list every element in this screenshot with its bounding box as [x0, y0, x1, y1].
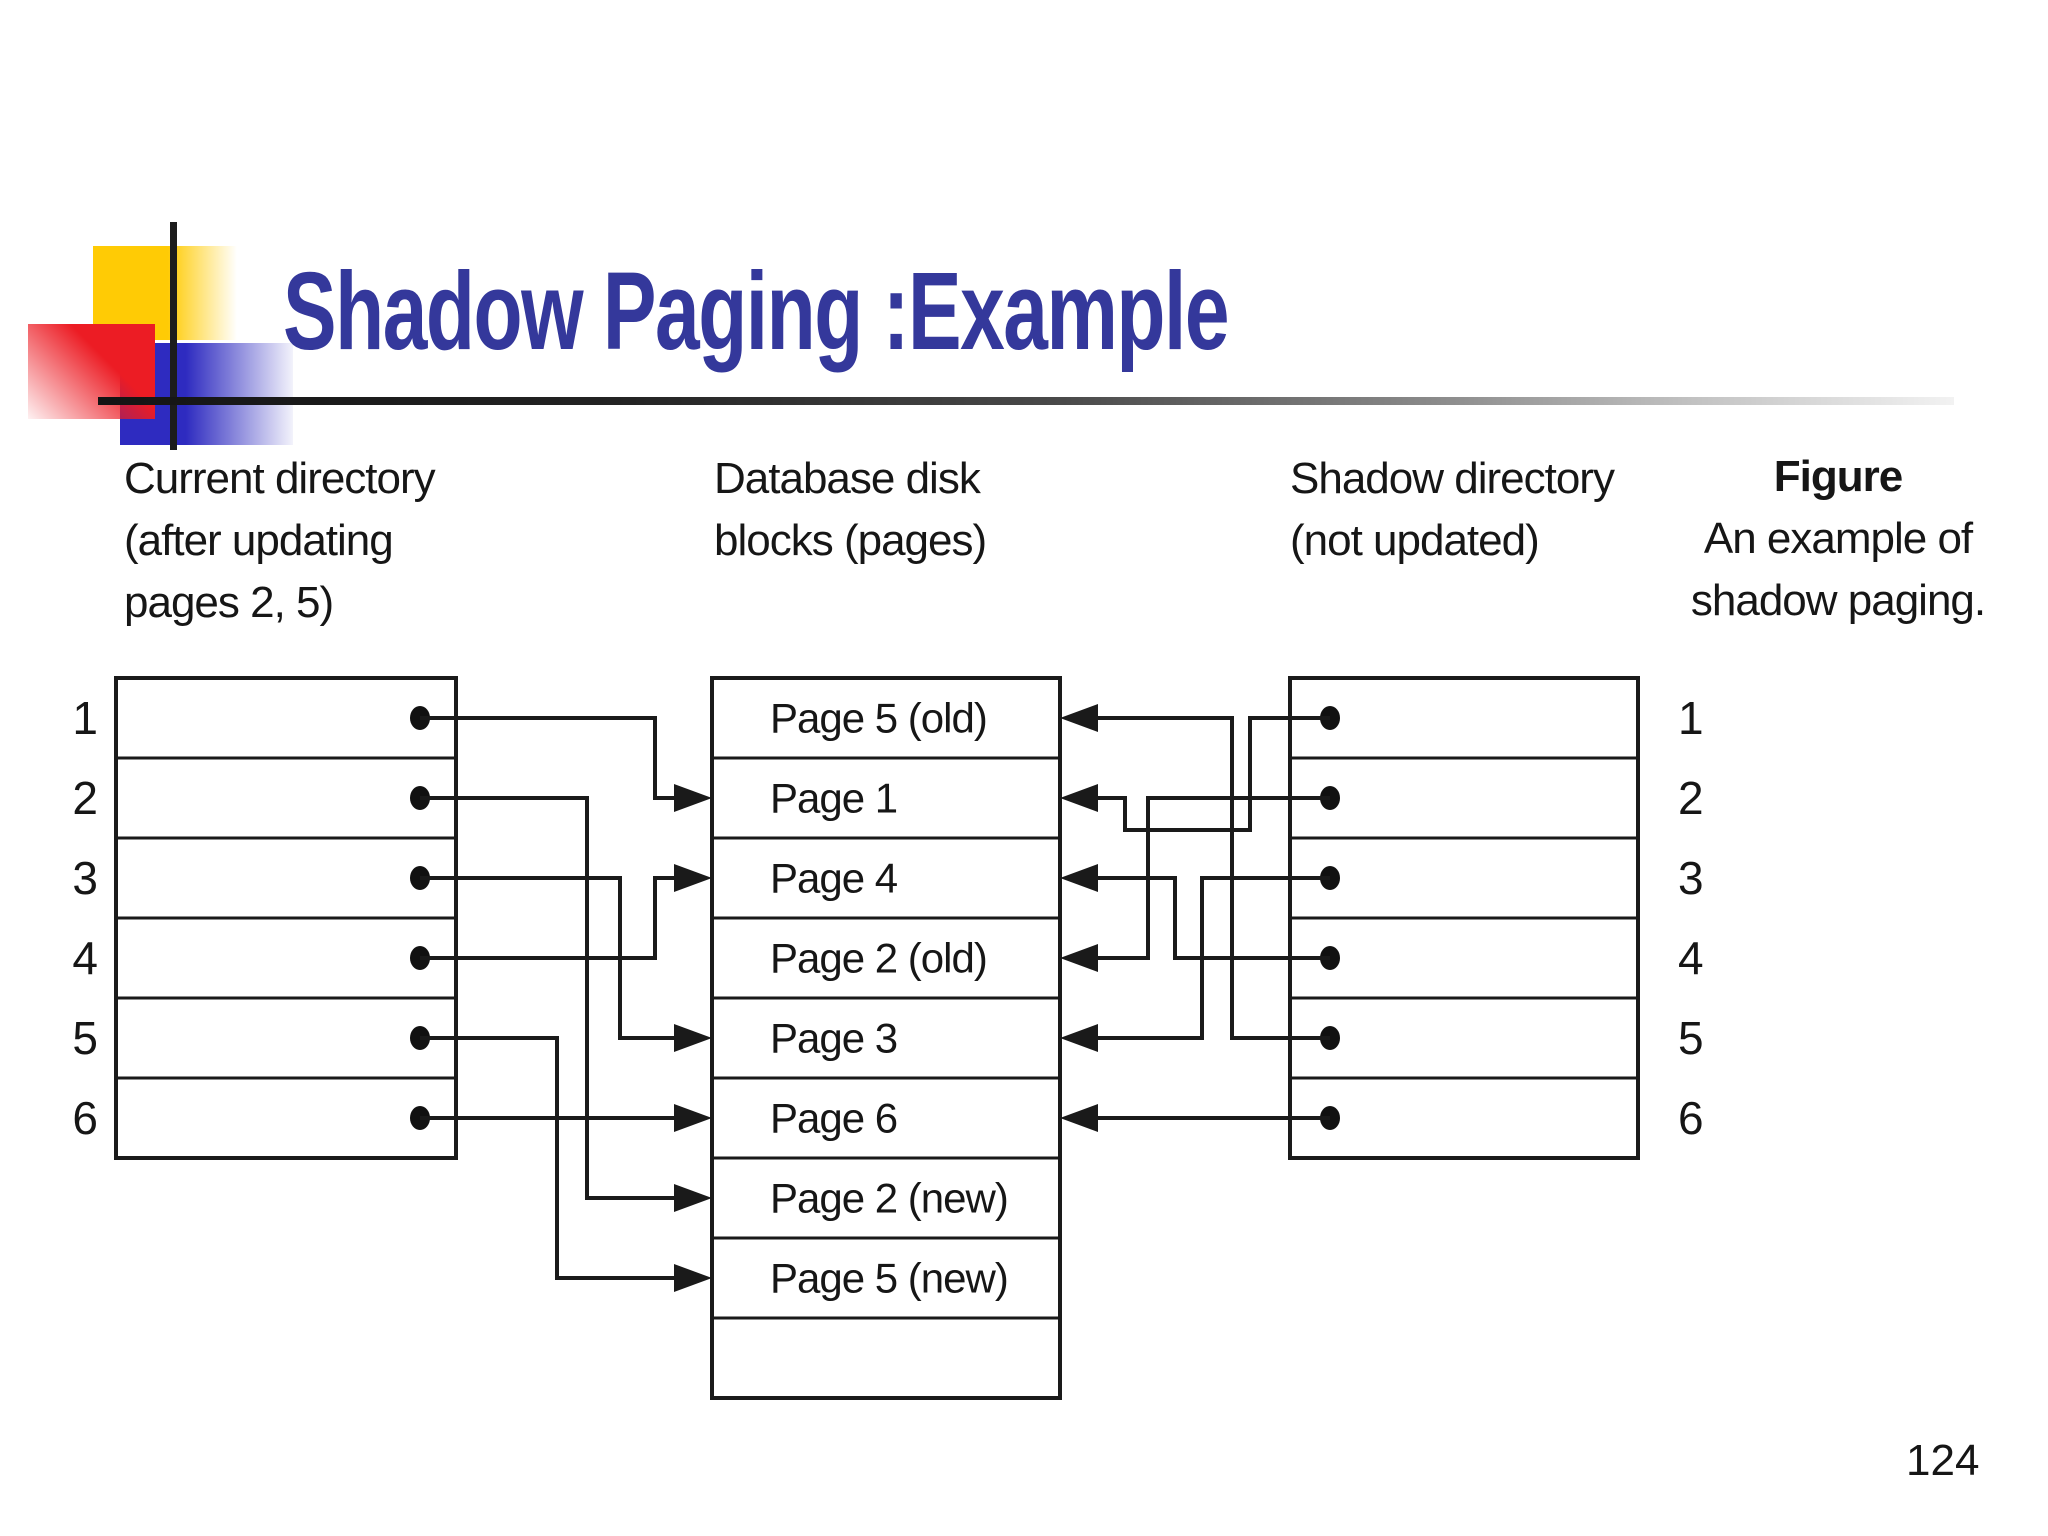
disk-block-label: Page 2 (old): [770, 935, 987, 982]
disk-block-label: Page 5 (new): [770, 1255, 1008, 1302]
row-number: 4: [1678, 932, 1704, 984]
arrowhead-icon: [674, 864, 712, 892]
header-current-directory: Current directory (after updating pages …: [124, 448, 436, 634]
row-number: 6: [1678, 1092, 1704, 1144]
row-number: 3: [1678, 852, 1704, 904]
disk-block-label: Page 5 (old): [770, 695, 987, 742]
figure-caption-line: shadow paging.: [1690, 576, 1986, 625]
arrowhead-icon: [1060, 864, 1098, 892]
arrowhead-icon: [1060, 784, 1098, 812]
row-number: 3: [72, 852, 98, 904]
shadow-directory-table: 1 2 3 4 5 6: [1288, 676, 1704, 1160]
disk-block-label: Page 6: [770, 1095, 897, 1142]
connector-line-shadow1-page1: [1098, 716, 1330, 832]
arrowhead-icon: [674, 1104, 712, 1132]
arrowhead-icon: [1060, 704, 1098, 732]
disk-block-label: Page 1: [770, 775, 897, 822]
header-line: Shadow directory: [1290, 454, 1615, 503]
row-number: 6: [72, 1092, 98, 1144]
page-number: 124: [1906, 1436, 1980, 1485]
connector-line-shadow4-page4: [1098, 876, 1330, 960]
current-to-disk-connectors: [420, 716, 712, 1292]
row-number: 2: [72, 772, 98, 824]
shadow-to-disk-connectors: [1060, 704, 1330, 1132]
header-database-disk-blocks: Database disk blocks (pages): [714, 448, 987, 572]
row-number: 2: [1678, 772, 1704, 824]
disk-blocks-table: Page 5 (old) Page 1 Page 4 Page 2 (old) …: [710, 676, 1062, 1400]
connector-line-current1-page1: [420, 716, 676, 800]
header-line: (not updated): [1290, 516, 1540, 565]
header-line: blocks (pages): [714, 516, 987, 565]
row-number: 1: [72, 692, 98, 744]
row-number: 4: [72, 932, 98, 984]
header-shadow-directory: Shadow directory (not updated): [1290, 448, 1615, 572]
connector-line-shadow5-page5old: [1098, 716, 1330, 1040]
slide-title: Shadow Paging :Example: [283, 250, 1230, 373]
header-line: (after updating: [124, 516, 394, 565]
arrowhead-icon: [1060, 1104, 1098, 1132]
connector-line-current4-page4: [420, 876, 676, 960]
arrowhead-icon: [674, 1184, 712, 1212]
arrowhead-icon: [674, 1264, 712, 1292]
arrowhead-icon: [1060, 944, 1098, 972]
header-line: pages 2, 5): [124, 578, 334, 627]
arrowhead-icon: [1060, 1024, 1098, 1052]
row-number: 5: [1678, 1012, 1704, 1064]
current-directory-table: 1 2 3 4 5 6: [72, 676, 458, 1160]
row-number: 5: [72, 1012, 98, 1064]
disk-block-label: Page 2 (new): [770, 1175, 1008, 1222]
disk-block-label: Page 3: [770, 1015, 897, 1062]
disk-block-label: Page 4: [770, 855, 898, 902]
logo-crosshair-vertical-line: [170, 222, 177, 450]
row-number: 1: [1678, 692, 1704, 744]
figure-caption: Figure An example of shadow paging.: [1688, 446, 1988, 632]
figure-caption-line: An example of: [1703, 514, 1973, 563]
title-divider-rule: [98, 397, 1954, 405]
header-line: Current directory: [124, 454, 436, 503]
arrowhead-icon: [674, 1024, 712, 1052]
connector-line-current5-page5new: [420, 1036, 676, 1280]
arrowhead-icon: [674, 784, 712, 812]
connector-line-current2-page2new: [420, 796, 676, 1200]
header-line: Database disk: [714, 454, 981, 503]
figure-caption-title: Figure: [1773, 452, 1903, 501]
